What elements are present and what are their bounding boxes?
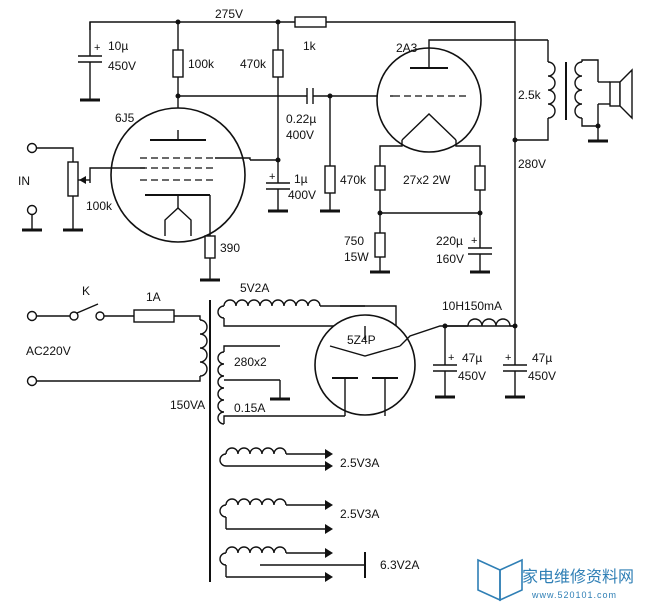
winding-2v5-2 <box>219 498 333 534</box>
label-input: IN <box>18 174 30 188</box>
label-fuse: 1A <box>146 290 161 304</box>
b-plus-rail <box>89 16 516 325</box>
label-c-res2-volt: 450V <box>528 369 556 383</box>
label-pot: 100k <box>86 199 113 213</box>
svg-text:+: + <box>94 42 100 54</box>
svg-text:+: + <box>471 235 477 247</box>
label-sec-hv-a: 0.15A <box>234 401 265 415</box>
input-ground-terminal[interactable] <box>26 204 38 216</box>
label-c-res2-val: 47µ <box>532 351 552 365</box>
label-sec-hv-v: 280x2 <box>234 355 267 369</box>
label-b-out: 280V <box>518 157 546 171</box>
volume-potentiometer[interactable] <box>67 161 79 197</box>
label-r-grid-in: 470k <box>340 173 367 187</box>
mains-input <box>26 303 208 387</box>
dropper-resistor <box>294 16 327 28</box>
plate-resistor-100k <box>172 19 307 130</box>
label-switch: K <box>82 284 90 298</box>
label-r-grid-out: 470k <box>240 57 267 71</box>
label-sec-fil2: 2.5V3A <box>340 507 379 521</box>
bypass-capacitor-1u: + <box>266 171 290 213</box>
label-fil-res: 27x2 2W <box>403 173 451 187</box>
tube-2a3 <box>376 39 515 166</box>
label-c-filter-val: 10µ <box>108 39 128 53</box>
cathode-capacitor-220u: + <box>468 213 492 274</box>
label-c-cath-val: 220µ <box>436 234 463 248</box>
label-c-couple-val: 0.22µ <box>286 112 316 126</box>
power-switch-k[interactable] <box>69 311 79 321</box>
filament-hum-resistors <box>374 165 486 216</box>
reservoir-capacitor-2: + <box>503 326 527 399</box>
label-power-rating: 150VA <box>170 398 205 412</box>
filter-capacitor-10u: + <box>78 22 102 102</box>
svg-text:+: + <box>448 352 454 364</box>
output-transformer <box>512 39 633 143</box>
cathode-resistor-390 <box>200 235 220 282</box>
svg-text:+: + <box>269 171 275 183</box>
label-r-bias-watt: 15W <box>344 250 369 264</box>
label-sec-5v: 5V2A <box>240 281 269 295</box>
grid-resistor-470k <box>320 96 340 213</box>
bias-resistor-750 <box>370 213 390 274</box>
reservoir-capacitor-1: + <box>433 326 457 399</box>
watermark-url: www.520101.com <box>531 590 617 600</box>
label-tube-in: 6J5 <box>115 111 135 125</box>
label-sec-fil1: 2.5V3A <box>340 456 379 470</box>
label-r-bias-val: 750 <box>344 234 364 248</box>
speaker <box>609 81 621 107</box>
winding-280x2 <box>217 345 345 425</box>
label-c-res1-volt: 450V <box>458 369 486 383</box>
label-c-bypass-val: 1µ <box>294 172 308 186</box>
label-r-dropper: 1k <box>303 39 317 53</box>
coupling-network <box>250 19 390 183</box>
label-sec-fil3: 6.3V2A <box>380 558 419 572</box>
filter-choke <box>442 318 518 329</box>
label-c-cath-volt: 160V <box>436 252 464 266</box>
tube-6j5 <box>89 107 251 243</box>
input-section <box>22 142 90 232</box>
label-tube-out: 2A3 <box>396 41 418 55</box>
label-c-filter-volt: 450V <box>108 59 136 73</box>
winding-6v3 <box>219 546 366 582</box>
mains-terminal-2[interactable] <box>26 375 38 387</box>
mains-terminal-1[interactable] <box>26 310 38 322</box>
label-tube-rect: 5Z4P <box>347 333 376 347</box>
winding-2v5-1 <box>219 447 333 471</box>
label-b-plus: 275V <box>215 7 243 21</box>
label-mains: AC220V <box>26 344 71 358</box>
label-c-res1-val: 47µ <box>462 351 482 365</box>
input-terminal[interactable] <box>26 142 38 154</box>
watermark: 家电维修资料网 www.520101.com <box>477 558 634 602</box>
fuse-1a <box>133 309 175 323</box>
label-r-plate: 100k <box>188 57 215 71</box>
label-c-bypass-volt: 400V <box>288 188 316 202</box>
label-r-cathode: 390 <box>220 241 240 255</box>
watermark-text: 家电维修资料网 <box>522 568 634 586</box>
label-xfmr-out: 2.5k <box>518 88 542 102</box>
tube-5z4p <box>314 314 515 416</box>
svg-text:+: + <box>505 352 511 364</box>
label-choke: 10H150mA <box>442 299 502 313</box>
label-c-couple-volt: 400V <box>286 128 314 142</box>
